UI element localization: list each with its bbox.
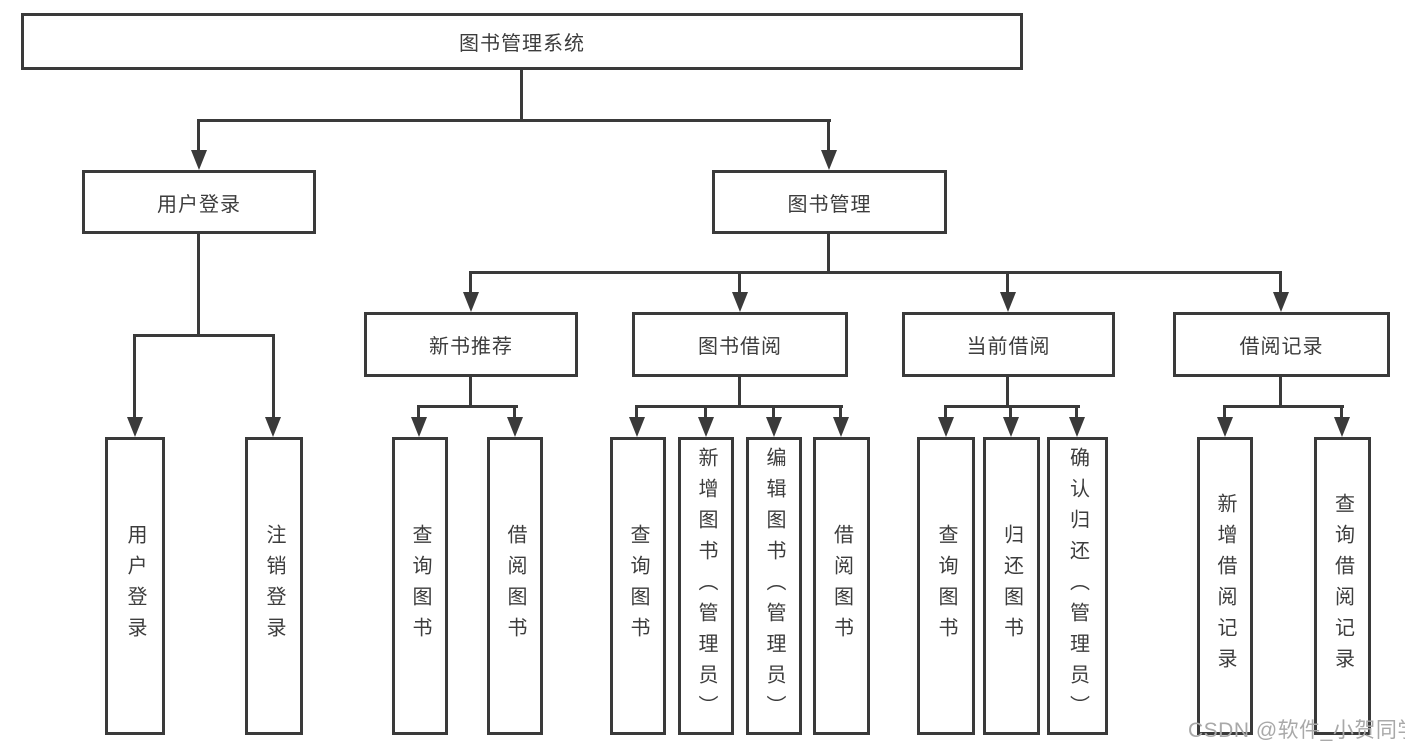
connector-line bbox=[635, 405, 843, 408]
leaf-label: 归还图书 bbox=[1000, 524, 1023, 648]
connector-line bbox=[469, 271, 1282, 274]
connector-line bbox=[827, 119, 830, 154]
node-book-borrow: 图书借阅 bbox=[632, 312, 848, 377]
connector-line bbox=[513, 405, 516, 420]
connector-line bbox=[738, 271, 741, 295]
connector-line bbox=[133, 334, 275, 337]
connector-line bbox=[417, 405, 420, 420]
arrow-down-icon bbox=[411, 417, 427, 437]
node-borrow-records: 借阅记录 bbox=[1173, 312, 1390, 377]
leaf-label: 编辑图书（管理员） bbox=[763, 446, 785, 726]
arrow-down-icon bbox=[1000, 292, 1016, 312]
node-current-borrow: 当前借阅 bbox=[902, 312, 1115, 377]
connector-line bbox=[1075, 405, 1078, 420]
arrow-down-icon bbox=[629, 417, 645, 437]
watermark: CSDN @软件_小贺同学 bbox=[1188, 719, 1405, 742]
node-new-book-recommend: 新书推荐 bbox=[364, 312, 578, 377]
arrow-down-icon bbox=[1069, 417, 1085, 437]
connector-line bbox=[197, 119, 831, 122]
leaf-label: 查询图书 bbox=[409, 524, 431, 648]
node-book-management: 图书管理 bbox=[712, 170, 947, 234]
connector-line bbox=[827, 231, 830, 274]
connector-line bbox=[1279, 271, 1282, 295]
connector-line bbox=[197, 119, 200, 154]
arrow-down-icon bbox=[191, 150, 207, 170]
arrow-down-icon bbox=[507, 417, 523, 437]
leaf-label: 用户登录 bbox=[124, 524, 146, 648]
leaf-recommend-query-books: 查询图书 bbox=[392, 437, 448, 735]
leaf-label: 注销登录 bbox=[263, 524, 285, 648]
leaf-borrow-add-books-admin: 新增图书（管理员） bbox=[678, 437, 734, 735]
connector-line bbox=[197, 232, 200, 337]
leaf-user-login: 用户登录 bbox=[105, 437, 165, 735]
leaf-current-confirm-return-admin: 确认归还（管理员） bbox=[1047, 437, 1108, 735]
connector-line bbox=[772, 405, 775, 420]
arrow-down-icon bbox=[732, 292, 748, 312]
leaf-borrow-query-books: 查询图书 bbox=[610, 437, 666, 735]
leaf-records-add-borrow-record: 新增借阅记录 bbox=[1197, 437, 1253, 735]
arrow-down-icon bbox=[821, 150, 837, 170]
node-library-management-system: 图书管理系统 bbox=[21, 13, 1023, 70]
leaf-label: 确认归还（管理员） bbox=[1066, 446, 1089, 726]
leaf-logout: 注销登录 bbox=[245, 437, 303, 735]
leaf-label: 查询图书 bbox=[935, 524, 957, 648]
arrow-down-icon bbox=[1003, 417, 1019, 437]
arrow-down-icon bbox=[265, 417, 281, 437]
arrow-down-icon bbox=[938, 417, 954, 437]
connector-line bbox=[1009, 405, 1012, 420]
connector-line bbox=[272, 334, 275, 420]
arrow-down-icon bbox=[1273, 292, 1289, 312]
leaf-borrow-borrow-books: 借阅图书 bbox=[813, 437, 870, 735]
leaf-label: 新增图书（管理员） bbox=[695, 446, 717, 726]
connector-line bbox=[1006, 375, 1009, 408]
arrow-down-icon bbox=[127, 417, 143, 437]
connector-line bbox=[469, 271, 472, 295]
connector-line bbox=[944, 405, 1080, 408]
connector-line bbox=[738, 375, 741, 408]
connector-line bbox=[1340, 405, 1343, 420]
leaf-current-return-books: 归还图书 bbox=[983, 437, 1040, 735]
leaf-current-query-books: 查询图书 bbox=[917, 437, 975, 735]
arrow-down-icon bbox=[463, 292, 479, 312]
connector-line bbox=[944, 405, 947, 420]
leaf-label: 新增借阅记录 bbox=[1214, 493, 1236, 679]
leaf-label: 查询图书 bbox=[627, 524, 649, 648]
connector-line bbox=[133, 334, 136, 420]
connector-line bbox=[1006, 271, 1009, 295]
arrow-down-icon bbox=[1217, 417, 1233, 437]
leaf-label: 查询借阅记录 bbox=[1331, 493, 1354, 679]
connector-line bbox=[635, 405, 638, 420]
leaf-label: 借阅图书 bbox=[830, 524, 853, 648]
node-user-login: 用户登录 bbox=[82, 170, 316, 234]
connector-line bbox=[417, 405, 518, 408]
arrow-down-icon bbox=[1334, 417, 1350, 437]
connector-line bbox=[1279, 375, 1282, 408]
leaf-label: 借阅图书 bbox=[504, 524, 526, 648]
connector-line bbox=[1223, 405, 1226, 420]
leaf-recommend-borrow-books: 借阅图书 bbox=[487, 437, 543, 735]
arrow-down-icon bbox=[766, 417, 782, 437]
connector-line bbox=[469, 375, 472, 408]
connector-line bbox=[1223, 405, 1344, 408]
leaf-records-query-borrow-record: 查询借阅记录 bbox=[1314, 437, 1371, 735]
connector-line bbox=[520, 68, 523, 121]
arrow-down-icon bbox=[833, 417, 849, 437]
leaf-borrow-edit-books-admin: 编辑图书（管理员） bbox=[746, 437, 802, 735]
connector-line bbox=[704, 405, 707, 420]
arrow-down-icon bbox=[698, 417, 714, 437]
connector-line bbox=[839, 405, 842, 420]
